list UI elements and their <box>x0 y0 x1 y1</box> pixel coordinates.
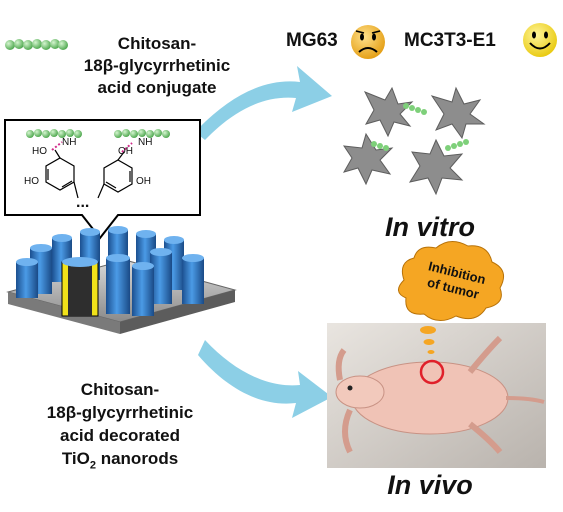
chemical-structure-box <box>4 119 201 240</box>
structure-bead-chain-left-icon <box>26 129 82 138</box>
tio2-nanorod-array <box>6 226 237 334</box>
cell-cluster-illustration <box>342 86 486 196</box>
in-vivo-label: In vivo <box>387 470 473 500</box>
legend-line-2: 18β-glycyrrhetinic <box>83 56 231 75</box>
cell-line-mg63: MG63 <box>286 30 338 51</box>
structure-bead-chain-right-icon <box>114 129 170 138</box>
cell-line-mc3t3: MC3T3-E1 <box>404 30 496 51</box>
structure-nh-right: NH <box>138 137 153 148</box>
nanorod-line-4: TiO2 nanorods <box>10 447 230 477</box>
cell-icon <box>363 86 414 138</box>
nanorod-sub-2: 2 <box>89 459 96 472</box>
arrow-to-in-vivo <box>198 340 332 418</box>
structure-ellipsis: ... <box>76 194 90 211</box>
cell-bead-chains <box>371 103 469 151</box>
nanorod-line-1: Chitosan- <box>80 380 160 399</box>
nanorod-label: Chitosan- 18β-glycyrrhetinic acid decora… <box>10 378 230 477</box>
cell-icon <box>342 132 394 186</box>
cell-icon <box>430 86 486 140</box>
in-vitro-label: In vitro <box>384 212 475 242</box>
chitosan-bead-chain-icon <box>5 39 68 50</box>
legend-line-1: Chitosan- <box>117 34 197 53</box>
mouse-photo <box>327 323 546 468</box>
arrow-to-in-vitro <box>195 66 332 140</box>
legend-line-3: acid conjugate <box>97 78 217 97</box>
tumor-highlight-circle <box>419 359 445 385</box>
structure-oh-right: OH <box>118 146 133 157</box>
structure-ho-ring-left: HO <box>24 176 39 187</box>
structure-oh-ring-right: OH <box>136 176 151 187</box>
nanorod-line-3: acid decorated <box>60 426 180 445</box>
benzene-ring-right-icon <box>97 151 133 199</box>
happy-face-icon <box>523 23 557 57</box>
structure-nh-left: NH <box>62 137 77 148</box>
legend-label: Chitosan- 18β-glycyrrhetinic acid conjug… <box>62 33 252 99</box>
benzene-ring-left-icon <box>45 149 79 199</box>
nanorods <box>16 226 204 317</box>
structure-ho-left: HO <box>32 146 47 157</box>
nanorod-line-2: 18β-glycyrrhetinic <box>46 403 194 422</box>
sad-face-icon <box>351 25 385 59</box>
nanorod-tio: TiO <box>61 449 90 468</box>
nanorod-suffix: nanorods <box>95 449 179 468</box>
thought-bubble <box>398 241 505 354</box>
cell-icon <box>408 138 464 196</box>
